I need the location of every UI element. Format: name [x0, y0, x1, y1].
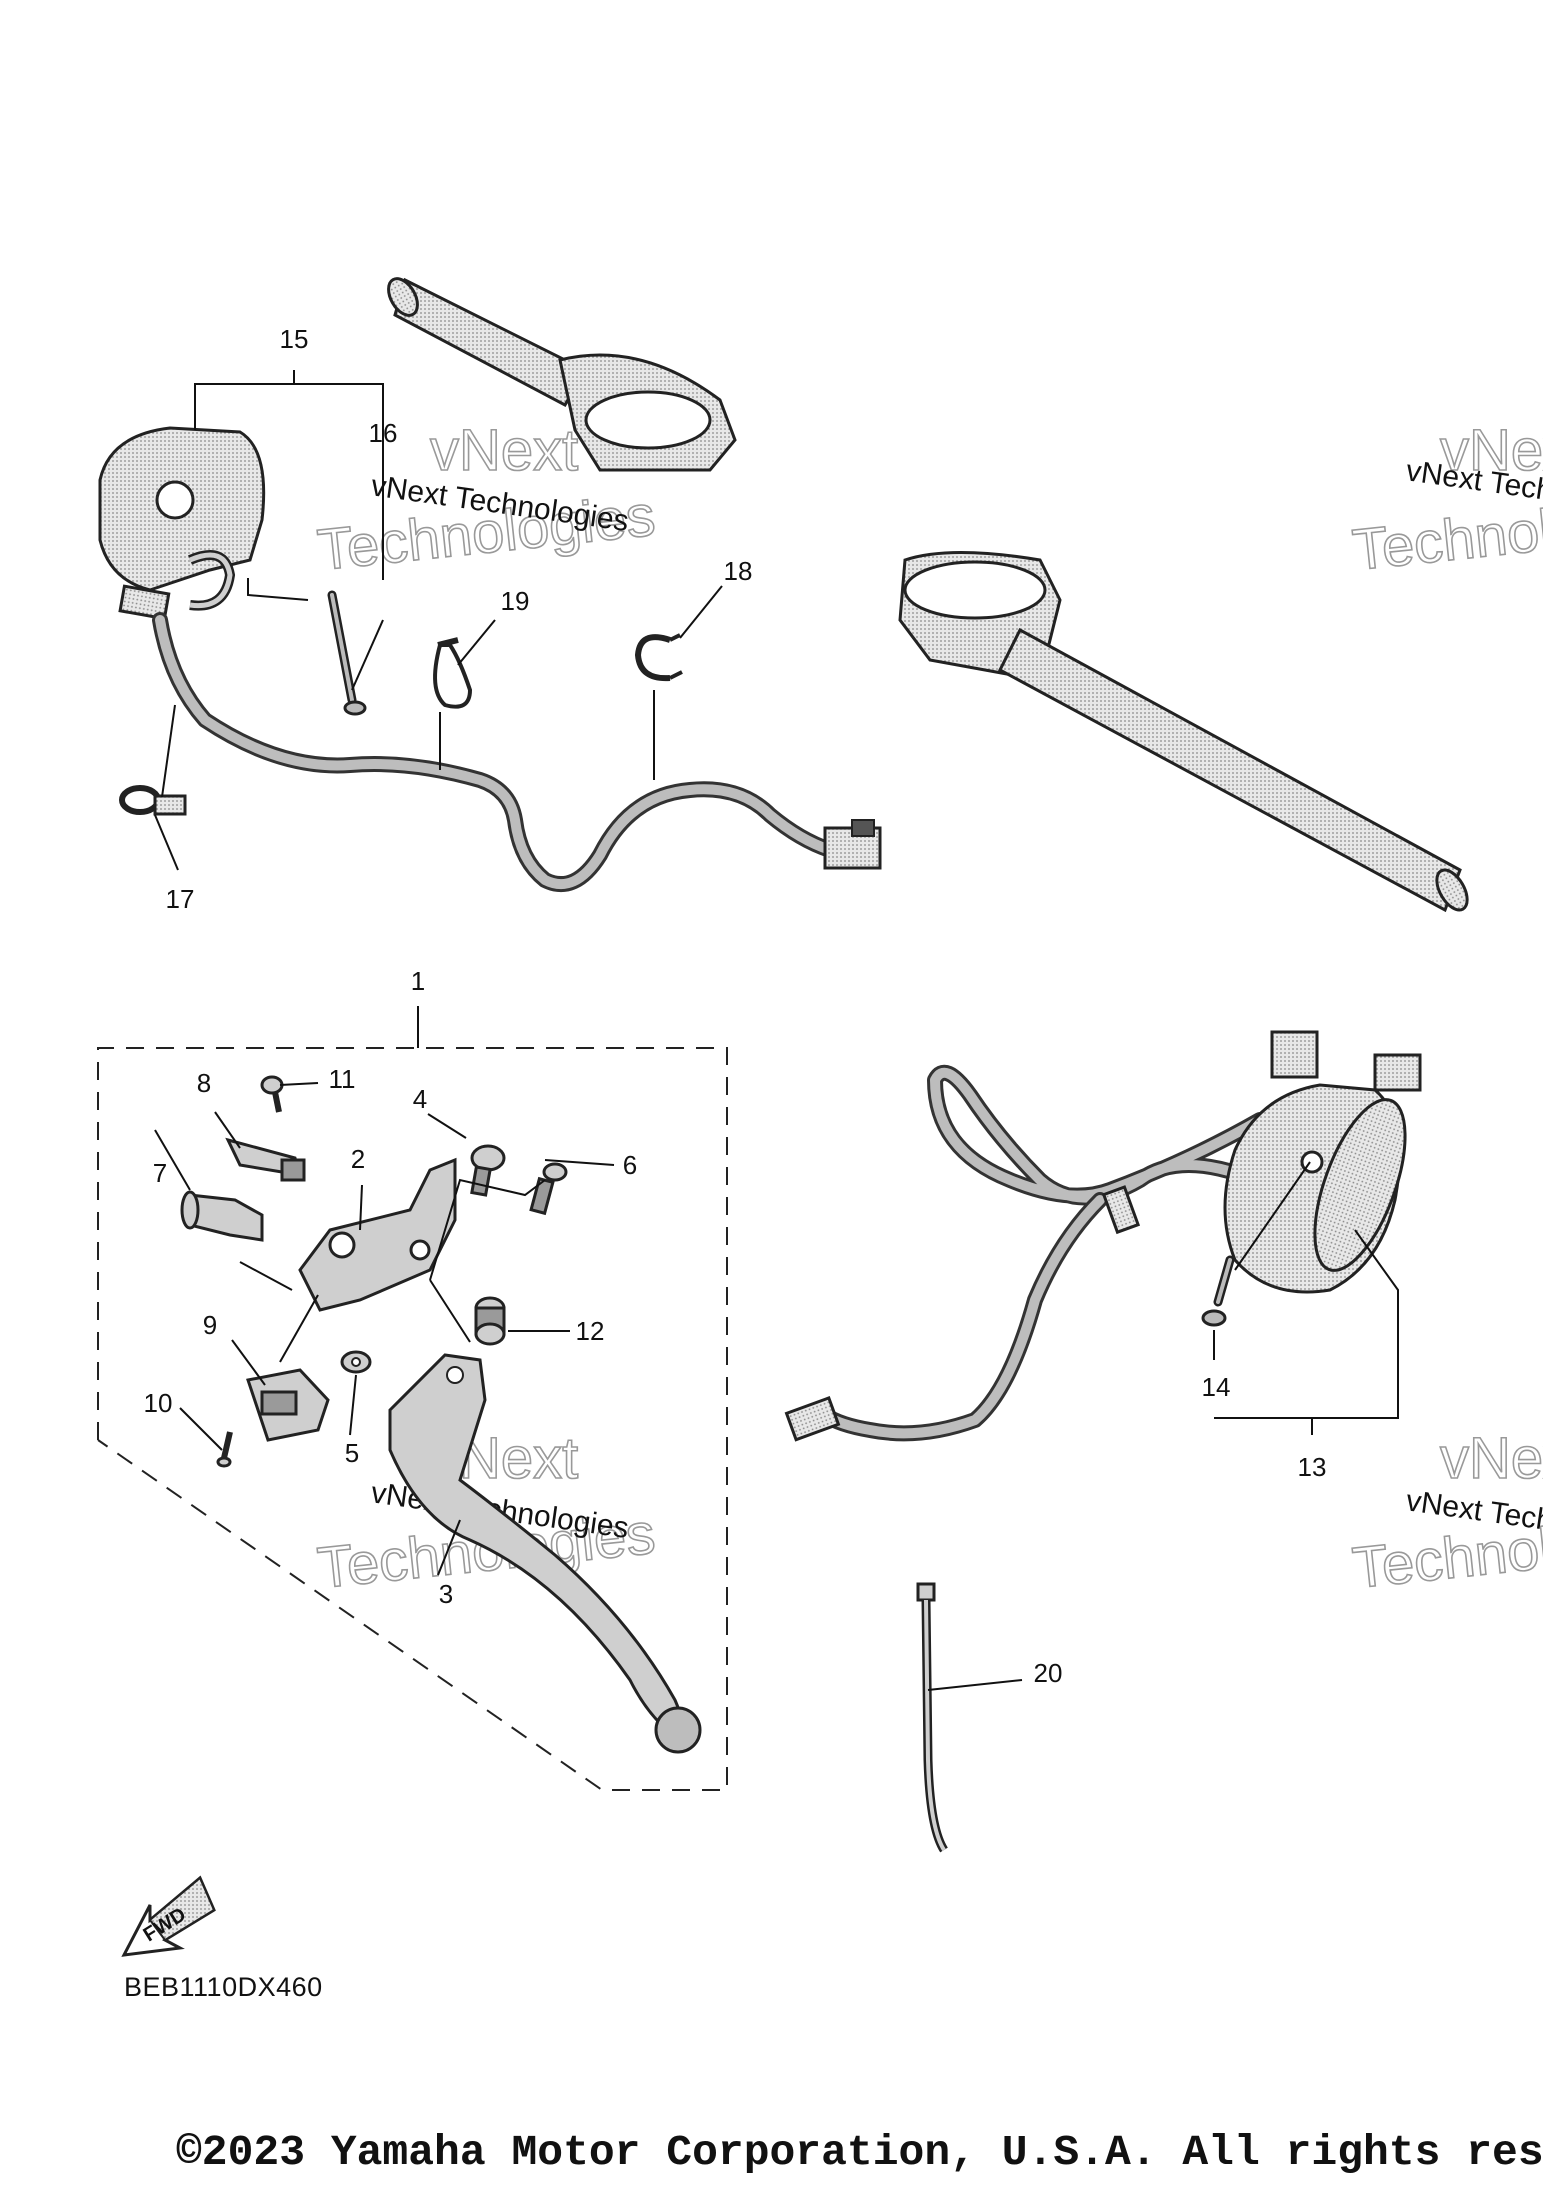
lever-assembly-boundary: [97, 1047, 728, 1791]
callout-9: 9: [203, 1310, 217, 1340]
callout-7: 7: [153, 1158, 167, 1188]
callout-18: 18: [724, 556, 753, 586]
bolt-6: [529, 1162, 568, 1216]
plate-8: [225, 1137, 306, 1182]
watermark-big-3: vNext: [1440, 418, 1543, 483]
left-handlebar-switch: [98, 426, 266, 621]
callout-5: 5: [345, 1438, 359, 1468]
switch-9: [246, 1368, 330, 1442]
screw-14: [1201, 1255, 1235, 1327]
cable-clip-17: [119, 785, 187, 816]
callout-6: 6: [623, 1150, 637, 1180]
callout-16: 16: [369, 418, 398, 448]
callout-8: 8: [197, 1068, 211, 1098]
collar-5: [340, 1350, 372, 1374]
callout-4: 4: [413, 1084, 427, 1114]
callout-11: 11: [329, 1064, 356, 1094]
callout-17: 17: [166, 884, 195, 914]
plunger-7: [180, 1190, 264, 1242]
callout-19: 19: [501, 586, 530, 616]
band-18: [634, 633, 683, 682]
leader-lines: [154, 370, 1399, 1691]
watermark-big-7: vNext: [1440, 1426, 1543, 1491]
brake-lever-3: [388, 1353, 702, 1754]
forward-arrow-icon: FWD: [121, 1875, 216, 1957]
screw-16: [327, 590, 367, 716]
callout-12: 12: [576, 1316, 605, 1346]
collar-12: [474, 1296, 506, 1346]
callout-1: 1: [411, 966, 425, 996]
watermark-big-1: vNext: [430, 418, 578, 483]
screw-10: [216, 1431, 233, 1468]
callout-20: 20: [1034, 1658, 1063, 1688]
diagram-code: BEB1110DX460: [124, 1972, 323, 2002]
callout-15: 15: [280, 324, 309, 354]
screw-11: [260, 1075, 284, 1113]
left-switch-harness: [152, 612, 882, 892]
copyright-notice: ©2023 Yamaha Motor Corporation, U.S.A. A…: [176, 2128, 1543, 2177]
cable-tie-20: [916, 1582, 948, 1853]
right-switch-harness: [784, 1064, 1268, 1442]
callout-2: 2: [351, 1144, 365, 1174]
handlebar-right: [898, 551, 1469, 913]
lever-holder-2: [298, 1157, 457, 1312]
callouts: 15 16 17 18 19 1 2 3 4 5 6 7 8 9 10 11 1…: [144, 324, 1327, 1688]
handlebar-left: [387, 277, 737, 472]
clamp-19: [433, 637, 473, 709]
callout-14: 14: [1202, 1372, 1231, 1402]
callout-13: 13: [1298, 1452, 1327, 1482]
callout-3: 3: [439, 1579, 453, 1609]
callout-10: 10: [144, 1388, 173, 1418]
right-handlebar-switch: [1223, 1030, 1422, 1294]
bolt-4: [470, 1144, 506, 1197]
